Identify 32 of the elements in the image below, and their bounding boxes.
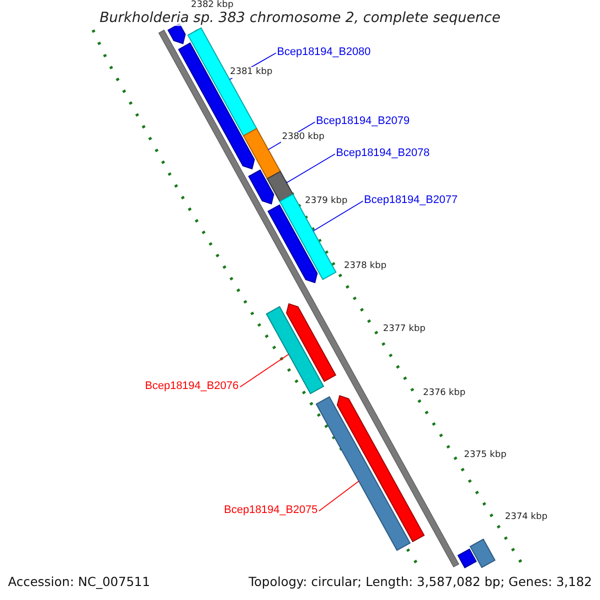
- scale-label: 2374 kbp: [504, 512, 548, 523]
- gene-label: Bcep18194_B2076: [145, 380, 239, 393]
- gene-bar: [187, 27, 258, 136]
- gene-label: Bcep18194_B2080: [277, 46, 371, 59]
- leader-line: [286, 154, 336, 184]
- leader-line: [318, 480, 360, 512]
- gene-bar: [266, 306, 324, 394]
- gene-label: Bcep18194_B2075: [224, 504, 318, 517]
- gene-bar: [267, 204, 318, 284]
- gene-bar: [266, 170, 294, 202]
- gene-bar: [286, 303, 336, 382]
- scale-label: 2376 kbp: [422, 388, 466, 399]
- scale-label: 2375 kbp: [463, 450, 508, 461]
- scale-label: 2381 kbp: [229, 67, 274, 78]
- gene-label: Bcep18194_B2078: [336, 147, 430, 160]
- gene-bar: [336, 395, 425, 542]
- scale-label: 2380 kbp: [281, 132, 326, 143]
- scale-label: 2378 kbp: [343, 261, 388, 272]
- gene-label: Bcep18194_B2079: [316, 115, 410, 128]
- leader-line: [312, 200, 364, 232]
- gene-bar: [242, 128, 282, 180]
- leader-line: [240, 354, 290, 388]
- footer-text: Topology: circular; Length: 3,587,082 bp; Genes: 3,182: [246, 574, 594, 590]
- scale-label: 2377 kbp: [382, 324, 426, 335]
- gene-bar: [316, 396, 411, 551]
- scale-label: 2379 kbp: [304, 196, 348, 207]
- gene-label: Bcep18194_B2077: [364, 194, 458, 207]
- gene-bar: [178, 42, 255, 170]
- gene-bar: [470, 538, 496, 568]
- gene-bar: [457, 548, 477, 568]
- gene-bar: [248, 169, 274, 204]
- scale-label: 2382 kbp: [190, 0, 234, 11]
